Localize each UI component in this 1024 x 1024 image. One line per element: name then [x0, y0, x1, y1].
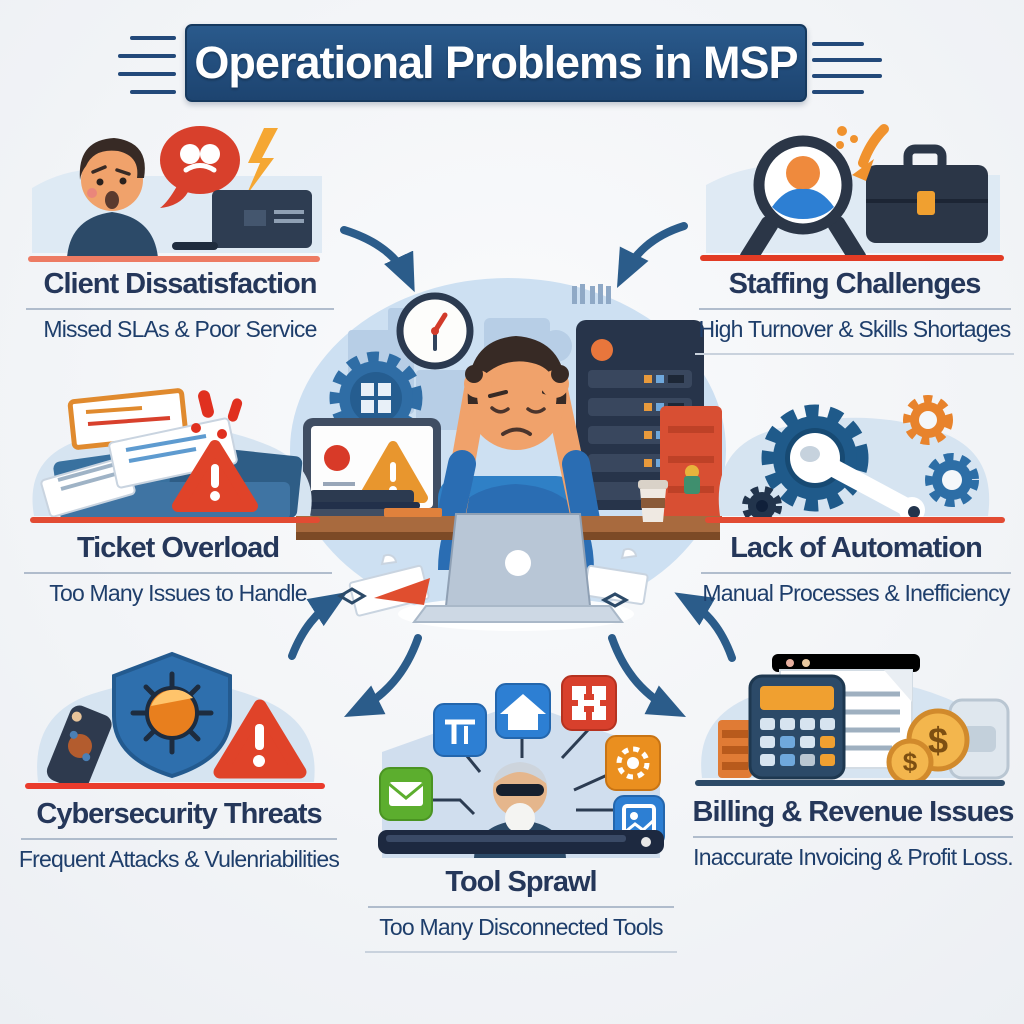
- client-dissatisfaction-illustration: [22, 118, 332, 258]
- pen-holder-icon: [684, 465, 700, 494]
- svg-text:$: $: [903, 747, 918, 777]
- grid-app-icon: [561, 675, 617, 731]
- section-title: Cybersecurity Threats: [36, 798, 322, 830]
- speed-line: [812, 74, 882, 78]
- staffing-challenges-illustration: [698, 115, 1008, 257]
- frustrated-user-icon: [67, 138, 158, 258]
- shield-icon: [112, 651, 232, 779]
- divider: [701, 572, 1011, 574]
- gear-icon: [903, 395, 953, 445]
- section-subtitle: Too Many Disconnected Tools: [379, 914, 663, 940]
- speed-line: [812, 42, 864, 46]
- wrench-icon: [790, 433, 925, 520]
- section-accent-line: [25, 783, 325, 789]
- text-app-icon: [433, 703, 487, 757]
- title-banner: Operational Problems in MSP: [185, 24, 807, 102]
- section-subtitle: Manual Processes & Inefficiency: [702, 580, 1010, 606]
- divider: [692, 836, 1014, 838]
- section-subtitle: High Turnover & Skills Shortages: [698, 316, 1012, 342]
- coffee-cup-icon: [638, 480, 668, 522]
- section-title: Tool Sprawl: [445, 866, 597, 898]
- divider: [365, 951, 677, 953]
- section-subtitle: Frequent Attacks & Vulenriabilities: [18, 846, 340, 872]
- section-title: Lack of Automation: [730, 532, 983, 564]
- divider: [24, 572, 332, 574]
- section-accent-line: [700, 255, 1004, 261]
- briefcase-icon: [866, 144, 988, 243]
- tool-sprawl-illustration: [362, 672, 680, 862]
- speed-line: [812, 90, 864, 94]
- calculator-icon: [748, 674, 846, 780]
- section-staffing-challenges: Staffing Challenges High Turnover & Skil…: [692, 268, 1017, 355]
- section-title: Client Dissatisfaction: [43, 268, 318, 300]
- section-billing-revenue: Billing & Revenue Issues Inaccurate Invo…: [686, 796, 1020, 871]
- cabinet-icon: [718, 720, 752, 778]
- arrow-mid-left-icon: [288, 591, 348, 660]
- lightning-bolt-icon: [246, 128, 278, 196]
- divider: [20, 838, 338, 840]
- speed-line: [118, 72, 176, 76]
- arrow-bottom-left-icon: [343, 634, 422, 718]
- wall-clock-icon: [396, 292, 474, 370]
- section-subtitle: Inaccurate Invoicing & Profit Loss.: [693, 844, 1014, 870]
- laptop-icon: [172, 190, 312, 250]
- lack-of-automation-illustration: [700, 388, 1010, 520]
- desk-icon: [378, 830, 664, 854]
- home-app-icon: [495, 683, 551, 739]
- mail-app-icon: [379, 767, 433, 821]
- section-subtitle: Too Many Issues to Handle: [49, 580, 307, 606]
- page-title: Operational Problems in MSP: [194, 37, 798, 88]
- svg-text:$: $: [928, 720, 948, 761]
- divider: [695, 353, 1014, 355]
- magnifier-candidate-icon: [739, 135, 867, 257]
- vent-lines-icon: [572, 284, 611, 304]
- section-accent-line: [28, 256, 320, 262]
- section-accent-line: [705, 517, 1005, 523]
- section-lack-of-automation: Lack of Automation Manual Processes & In…: [695, 532, 1017, 607]
- orange-arrow-icon: [836, 124, 889, 181]
- section-title: Billing & Revenue Issues: [692, 796, 1015, 828]
- divider: [698, 308, 1011, 310]
- section-ticket-overload: Ticket Overload Too Many Issues to Handl…: [18, 532, 338, 607]
- section-cybersecurity-threats: Cybersecurity Threats Frequent Attacks &…: [14, 798, 344, 873]
- section-title: Ticket Overload: [76, 532, 280, 564]
- arrow-top-left-icon: [340, 226, 415, 293]
- gear-app-icon: [605, 735, 661, 791]
- section-client-dissatisfaction: Client Dissatisfaction Missed SLAs & Poo…: [20, 268, 340, 343]
- arrow-bottom-right-icon: [608, 634, 687, 718]
- divider: [368, 906, 674, 908]
- speed-line: [130, 36, 176, 40]
- section-subtitle: Missed SLAs & Poor Service: [43, 316, 317, 342]
- section-accent-line: [695, 780, 1005, 786]
- gear-icon: [742, 486, 782, 520]
- speed-line: [130, 90, 176, 94]
- divider: [26, 308, 334, 310]
- speed-line: [812, 58, 882, 62]
- speed-line: [118, 54, 176, 58]
- gear-icon: [329, 351, 423, 445]
- arrow-top-right-icon: [616, 222, 688, 289]
- warning-triangle-icon: [172, 440, 258, 512]
- arrow-mid-right-icon: [674, 592, 736, 662]
- billing-revenue-illustration: $ $: [688, 642, 1018, 782]
- warning-triangle-icon: [213, 699, 307, 779]
- section-accent-line: [30, 517, 320, 523]
- exclamation-marks-icon: [191, 390, 243, 439]
- laptop-icon: [412, 513, 624, 623]
- ticket-stack-icon: [40, 388, 238, 518]
- scattered-papers-icon: [337, 547, 649, 617]
- cybersecurity-threats-illustration: [22, 650, 334, 786]
- infected-phone-icon: [46, 705, 112, 786]
- dollar-coin-icon: $: [886, 738, 934, 782]
- ticket-overload-illustration: [20, 388, 332, 520]
- section-tool-sprawl: Tool Sprawl Too Many Disconnected Tools: [362, 866, 680, 953]
- center-scene: [288, 278, 728, 633]
- closed-laptop-icon: [304, 490, 442, 517]
- section-title: Staffing Challenges: [728, 268, 982, 300]
- gear-icon: [925, 453, 979, 507]
- malware-sun-icon: [130, 671, 214, 755]
- angry-speech-bubble-icon: [160, 126, 240, 208]
